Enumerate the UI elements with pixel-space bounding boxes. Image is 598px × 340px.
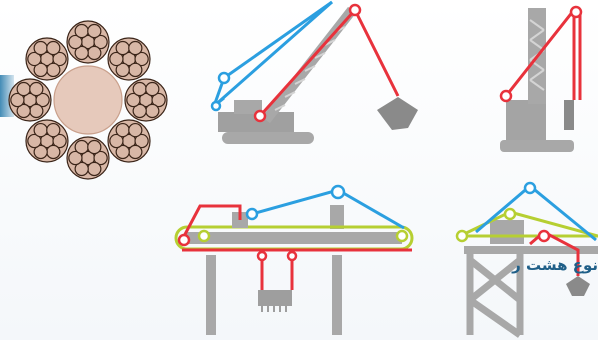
crawler-crane-icon xyxy=(212,2,418,144)
gantry-crane-icon xyxy=(176,186,412,335)
rope-strand xyxy=(108,38,150,80)
rope-strand xyxy=(9,79,51,121)
rope-core xyxy=(54,66,122,134)
tower-crane-icon xyxy=(500,7,581,152)
rope-strand xyxy=(26,120,68,162)
rope-strand xyxy=(67,21,109,63)
rope-strand xyxy=(26,38,68,80)
rope-strand xyxy=(108,120,150,162)
wire-rope-cross-section-icon xyxy=(0,21,167,179)
rope-strand xyxy=(125,79,167,121)
rope-strand xyxy=(67,137,109,179)
rope-type-caption: نوع هشت ر xyxy=(512,256,598,274)
